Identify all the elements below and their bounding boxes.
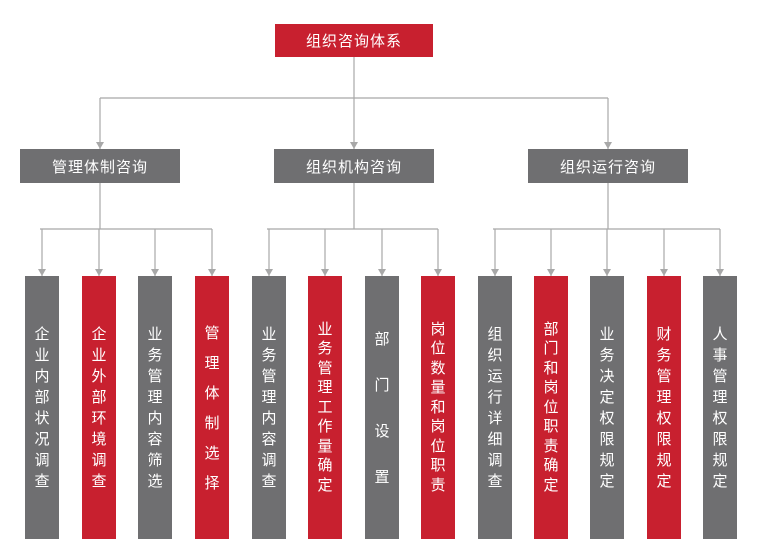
arrow-leaf-2-2 xyxy=(603,269,611,276)
leaf-business-screening: 业务管理内容筛选 xyxy=(138,276,172,539)
arrow-leaf-1-3 xyxy=(434,269,442,276)
leaf-duty-determination: 部门和岗位职责确定 xyxy=(534,276,568,539)
leaf-internal-survey: 企业内部状况调查 xyxy=(25,276,59,539)
leaf-workload-determination: 业务管理工作量确定 xyxy=(308,276,342,539)
leaf-hr-authority: 人事管理权限规定 xyxy=(703,276,737,539)
category-org-structure: 组织机构咨询 xyxy=(274,149,434,183)
arrow-to-operation xyxy=(604,142,612,149)
leaf-position-duties: 岗位数量和岗位职责 xyxy=(421,276,455,539)
leaf-business-authority: 业务决定权限规定 xyxy=(590,276,624,539)
arrow-leaf-1-0 xyxy=(265,269,273,276)
arrow-leaf-0-3 xyxy=(208,269,216,276)
arrow-leaf-2-3 xyxy=(660,269,668,276)
leaf-business-content-survey: 业务管理内容调查 xyxy=(252,276,286,539)
leaf-external-survey: 企业外部环境调查 xyxy=(82,276,116,539)
arrow-leaf-0-1 xyxy=(95,269,103,276)
arrow-to-management xyxy=(96,142,104,149)
leaf-finance-authority: 财务管理权限规定 xyxy=(647,276,681,539)
arrow-leaf-0-0 xyxy=(38,269,46,276)
leaf-operation-survey: 组织运行详细调查 xyxy=(478,276,512,539)
category-management-system: 管理体制咨询 xyxy=(20,149,180,183)
arrow-leaf-2-0 xyxy=(491,269,499,276)
arrow-leaf-2-4 xyxy=(716,269,724,276)
arrow-leaf-0-2 xyxy=(151,269,159,276)
arrow-leaf-1-1 xyxy=(321,269,329,276)
leaf-department-setup: 部门设置 xyxy=(365,276,399,539)
arrow-to-org-structure xyxy=(350,142,358,149)
root-node: 组织咨询体系 xyxy=(275,24,433,57)
arrow-leaf-1-2 xyxy=(378,269,386,276)
leaf-system-selection: 管理体制选择 xyxy=(195,276,229,539)
category-org-operation: 组织运行咨询 xyxy=(528,149,688,183)
arrow-leaf-2-1 xyxy=(547,269,555,276)
